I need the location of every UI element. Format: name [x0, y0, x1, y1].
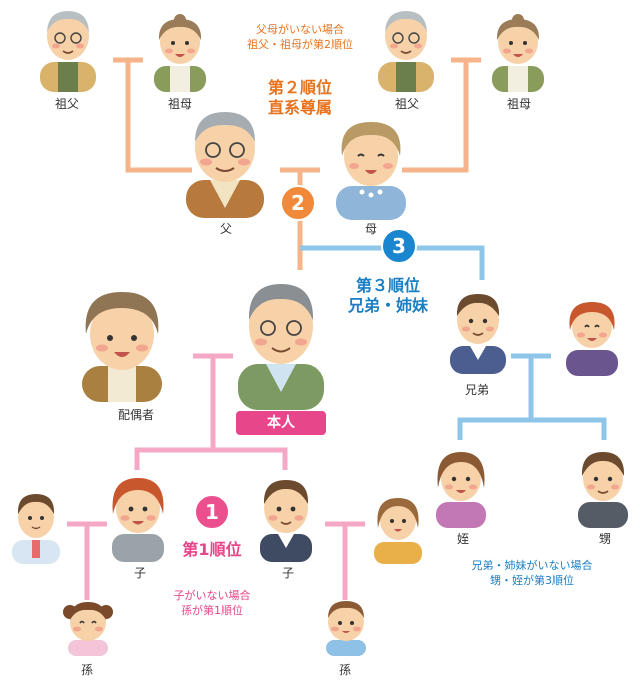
- label-mother: 母: [364, 222, 378, 236]
- line-left-grandchild: [67, 521, 107, 600]
- grandfather-maternal-figure: [374, 8, 438, 92]
- line-sibling-spouse: [511, 353, 551, 420]
- child-right-spouse-figure: [370, 494, 426, 564]
- label-child-left: 子: [133, 566, 147, 580]
- second-rank-badge: 2: [280, 185, 316, 221]
- label-grandmother-maternal: 祖母: [506, 97, 532, 111]
- third-rank-line1: 第３順位: [355, 276, 421, 295]
- label-grandmother-paternal: 祖母: [167, 97, 193, 111]
- self-figure: [234, 280, 328, 410]
- spouse-figure: [72, 286, 172, 402]
- sibling-figure: [446, 290, 510, 374]
- third-rank-badge: 3: [381, 228, 417, 264]
- child-right-figure: [254, 476, 318, 562]
- label-grandfather-maternal: 祖父: [394, 97, 420, 111]
- self-tag: 本人: [236, 411, 326, 435]
- grandchild-left-figure: [60, 596, 116, 656]
- nephew-figure: [572, 448, 634, 528]
- father-figure: [180, 108, 270, 218]
- third-rank-line2: 兄弟・姉妹: [347, 296, 429, 315]
- first-rank-badge: 1: [194, 494, 230, 530]
- grandmother-maternal-figure: [488, 14, 548, 92]
- second-note-line2: 祖父・祖母が第2順位: [247, 38, 353, 51]
- label-niece: 姪: [456, 532, 470, 546]
- line-paternal-grandparents: [113, 57, 192, 173]
- label-sibling: 兄弟: [464, 383, 490, 397]
- third-rank-title: 第３順位 兄弟・姉妹: [348, 276, 428, 316]
- child-left-figure: [106, 474, 170, 562]
- second-note-line1: 父母がいない場合: [256, 23, 344, 36]
- sibling-spouse-figure: [562, 298, 622, 376]
- niece-figure: [430, 448, 492, 528]
- first-rank-note: 子がいない場合 孫が第1順位: [174, 588, 251, 618]
- first-note-line2: 孫が第1順位: [181, 604, 243, 617]
- label-grandfather-paternal: 祖父: [54, 97, 80, 111]
- label-child-right: 子: [281, 566, 295, 580]
- third-rank-note: 兄弟・姉妹がいない場合 甥・姪が第3順位: [472, 558, 593, 588]
- first-note-line1: 子がいない場合: [173, 589, 251, 602]
- mother-figure: [330, 116, 412, 220]
- line-right-grandchild: [325, 521, 365, 600]
- grandmother-paternal-figure: [150, 14, 210, 92]
- first-rank-title: 第1順位: [182, 540, 241, 560]
- line-self-spouse: [193, 353, 233, 448]
- grandfather-paternal-figure: [36, 8, 100, 92]
- line-self-sibling: [300, 245, 485, 280]
- grandchild-right-figure: [318, 596, 374, 656]
- label-father: 父: [219, 222, 233, 236]
- second-rank-note: 父母がいない場合 祖父・祖母が第2順位: [247, 22, 353, 52]
- second-rank-line2: 直系尊属: [267, 98, 333, 117]
- label-nephew: 甥: [598, 532, 612, 546]
- third-note-line2: 甥・姪が第3順位: [490, 574, 574, 587]
- second-rank-title: 第２順位 直系尊属: [268, 78, 332, 118]
- line-niece-nephew: [457, 417, 607, 440]
- label-grandchild-left: 孫: [80, 663, 94, 677]
- third-note-line1: 兄弟・姉妹がいない場合: [471, 559, 593, 572]
- child-left-spouse-figure: [8, 490, 64, 564]
- label-spouse: 配偶者: [117, 408, 155, 422]
- label-grandchild-right: 孫: [338, 663, 352, 677]
- first-rank-line1: 第1順位: [182, 540, 242, 559]
- line-children: [134, 447, 288, 470]
- second-rank-line1: 第２順位: [267, 78, 333, 97]
- line-maternal-grandparents: [402, 57, 481, 173]
